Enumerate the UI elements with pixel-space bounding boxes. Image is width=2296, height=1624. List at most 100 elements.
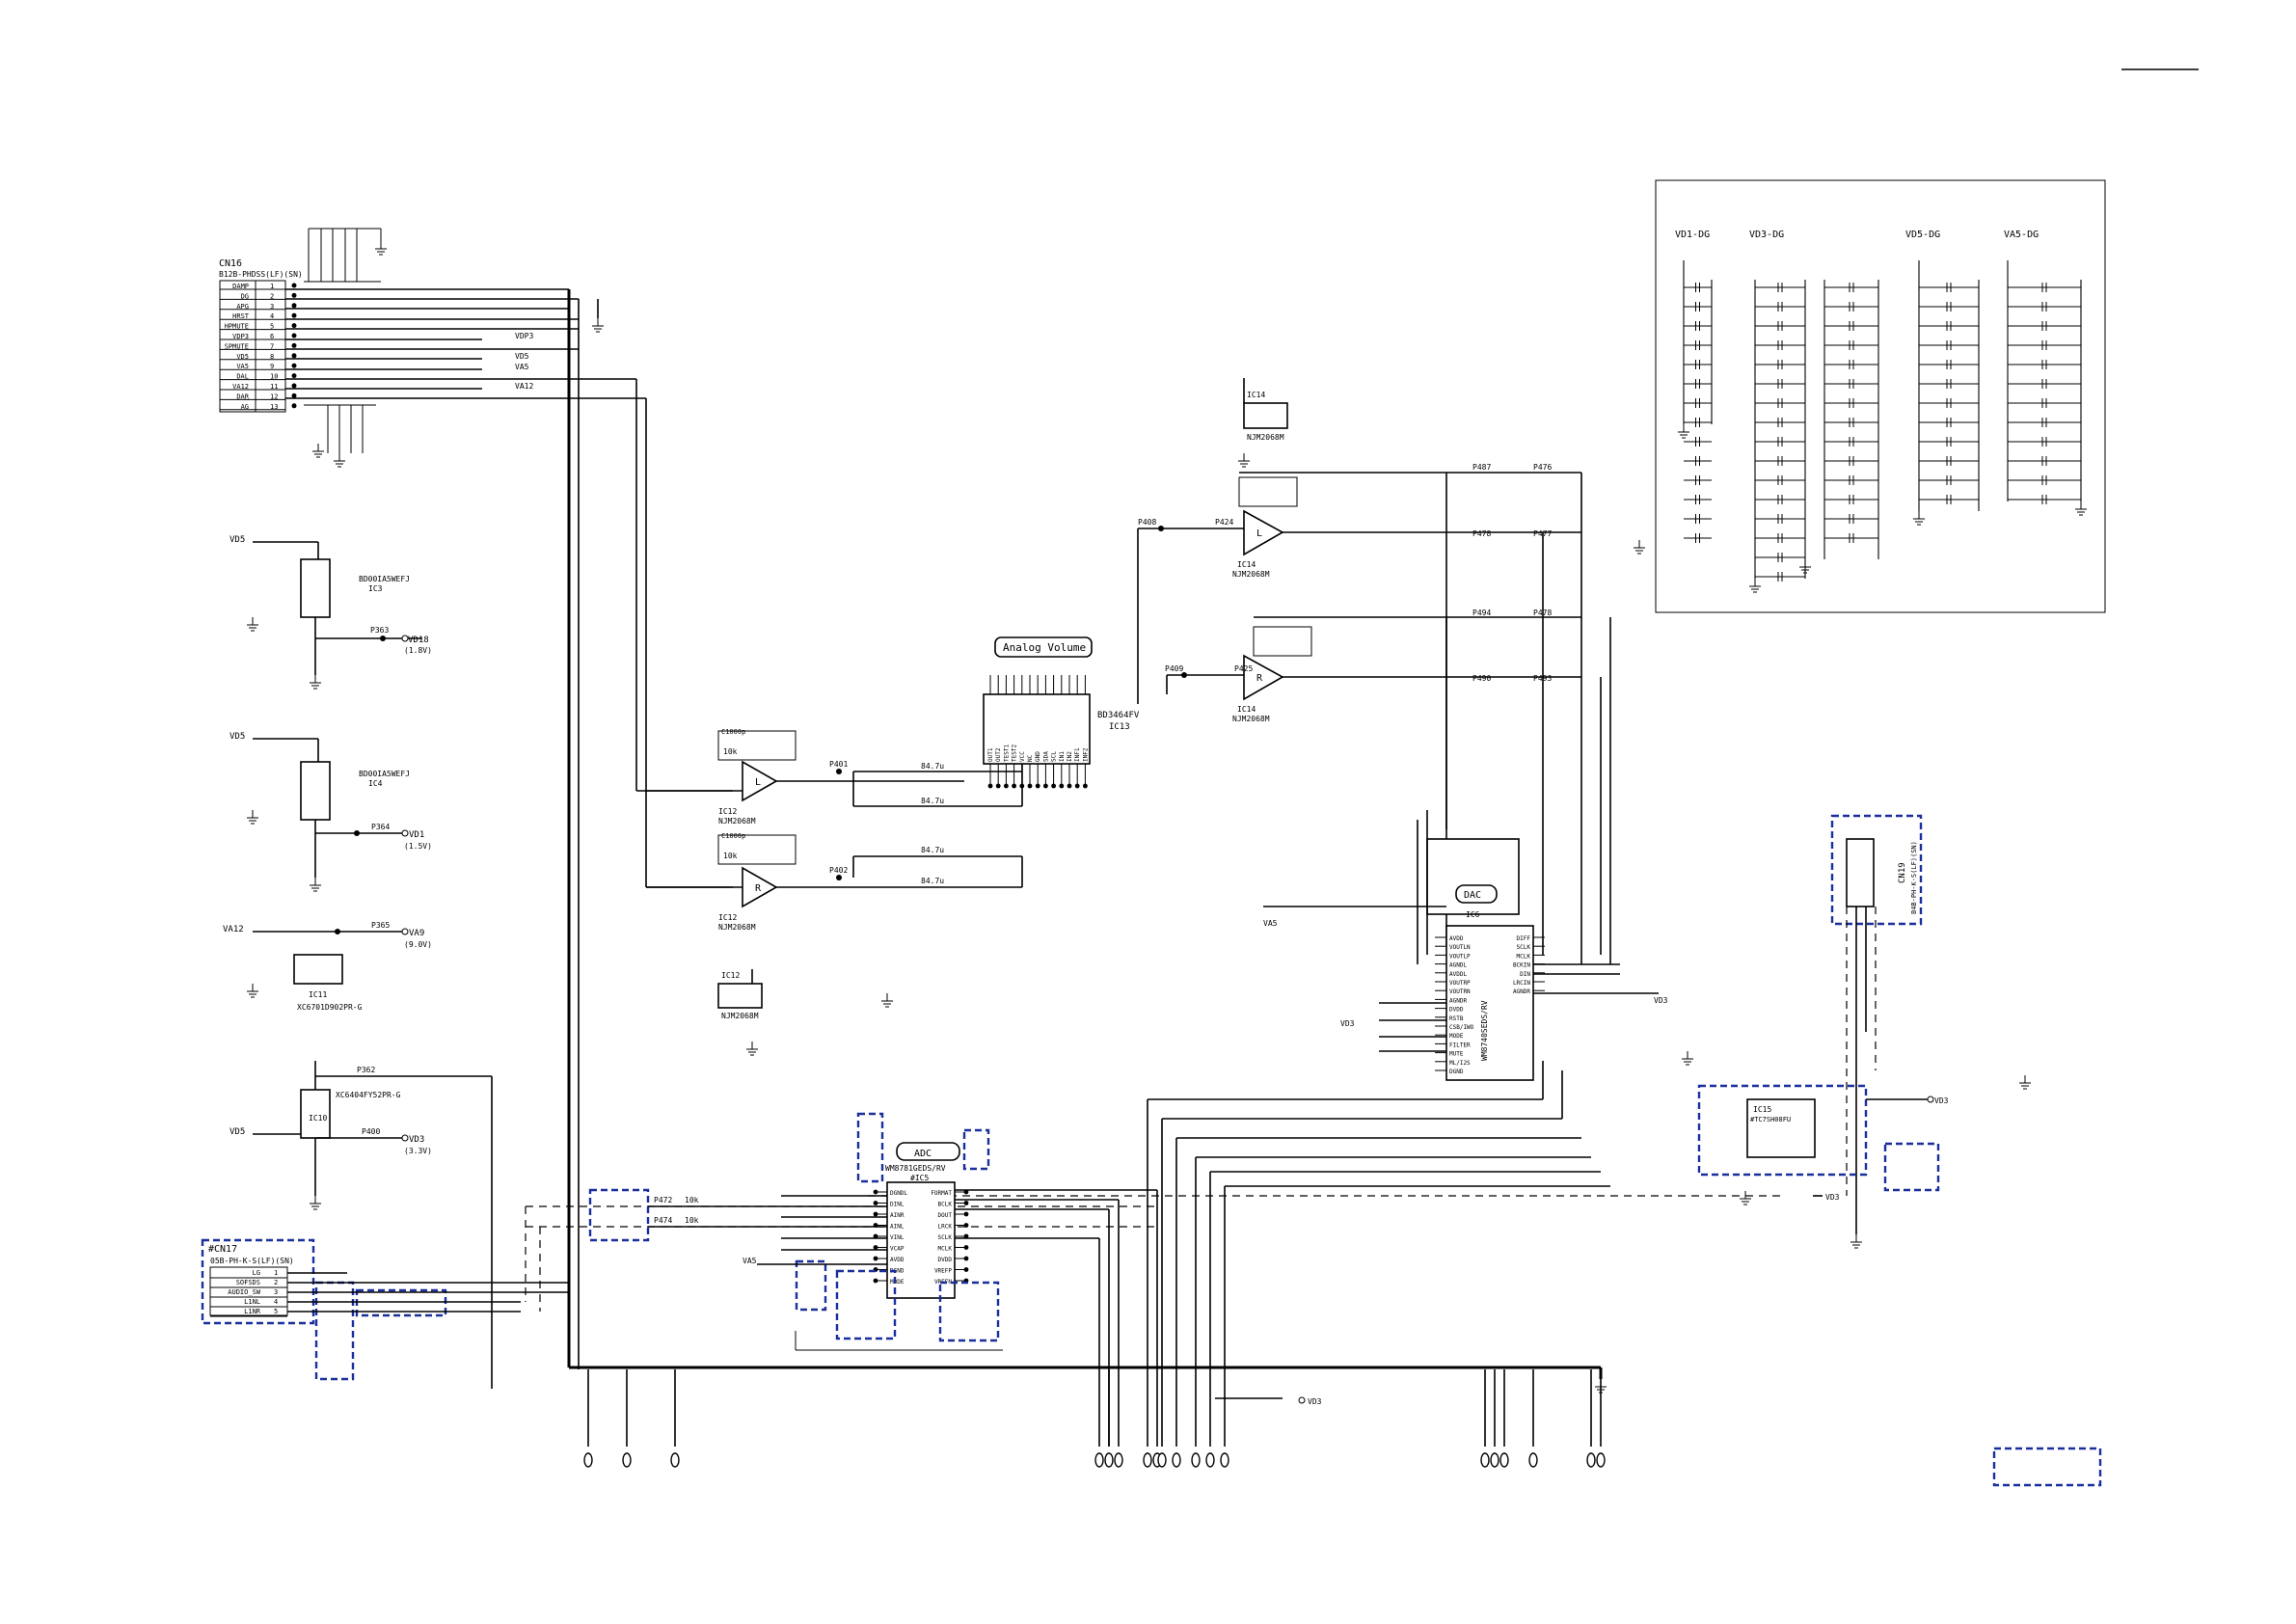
svg-text:IC4: IC4 (368, 779, 383, 788)
adc-pin-label: MODE (890, 1279, 905, 1286)
cn16-pin-dot (291, 373, 297, 379)
svg-text:P472: P472 (654, 1196, 672, 1204)
cn16-pin-dot (291, 353, 297, 359)
cn19-connector: CN19 B4B-PH-K-S(LF)(SN) (1830, 814, 1923, 1234)
svg-text:P487: P487 (1472, 463, 1491, 472)
svg-text:P474: P474 (654, 1216, 672, 1225)
cn16-pin-number: 6 (270, 333, 274, 340)
bottom-connector-stub (1490, 1452, 1499, 1468)
cn17-pin-number: 5 (274, 1308, 278, 1315)
net-va12-out: VA12 (515, 382, 533, 391)
cn17-pin-label: SOFSDS (236, 1279, 260, 1286)
volume-chip-pin-label: VCC (1019, 751, 1026, 762)
adc-pin-dot (963, 1267, 969, 1272)
cn17-pin-label: L1NR (244, 1308, 261, 1315)
cn16-pin-number: 10 (270, 373, 278, 381)
svg-text:IC12: IC12 (721, 971, 740, 980)
cn16-pin-dot (291, 323, 297, 329)
adc-pin-label: VINL (890, 1234, 905, 1241)
bottom-connector-stub (1191, 1452, 1201, 1468)
dac-pin-label: AGNDR (1513, 988, 1530, 995)
bottom-connector-stub (1172, 1452, 1181, 1468)
legend-box (1992, 1447, 2102, 1487)
volume-chip-pin-label: TEST1 (1003, 744, 1010, 762)
volume-chip-pin-label: IN1 (1059, 751, 1066, 762)
cn16-pin-label: DG (241, 292, 249, 300)
net-va5-out: VA5 (515, 363, 529, 371)
cn16-pin-dot (291, 292, 297, 298)
volume-chip-pin-dot (1004, 783, 1009, 789)
svg-text:BD3464FV: BD3464FV (1097, 711, 1140, 720)
dac-pin-label: MUTE (1449, 1051, 1464, 1058)
adc-pin-dot (963, 1256, 969, 1261)
opamp-ic12-r: R IC12 NJM2068M C1000p 10k P402 (646, 832, 1022, 932)
ic15-block: IC15 #TC7SH08FU VD3 VD3 (1697, 1084, 1949, 1202)
dac-pin-label: DIFF (1517, 935, 1531, 942)
bottom-connector-stub (1205, 1452, 1215, 1468)
cn16-pin-number: 12 (270, 392, 278, 400)
svg-text:L: L (1256, 528, 1262, 539)
svg-text:P408: P408 (1138, 518, 1156, 527)
svg-text:C1000p: C1000p (721, 832, 745, 840)
dac-pin-label: DGND (1449, 1069, 1464, 1075)
bottom-connector-stub (670, 1452, 680, 1468)
svg-text:DAC: DAC (1464, 890, 1481, 901)
rail-header-vd1: VD1-DG (1675, 230, 1710, 240)
svg-text:XC6701D902PR-G: XC6701D902PR-G (297, 1003, 363, 1012)
cn16-pin-dot (291, 283, 297, 288)
rail-header-va5: VA5-DG (2004, 230, 2039, 240)
dac-pin-label: VOUTRN (1449, 988, 1471, 995)
adc-pin-label: BCLK (938, 1202, 953, 1208)
svg-text:WM8781GEDS/RV: WM8781GEDS/RV (885, 1164, 946, 1173)
svg-text:VD5: VD5 (230, 1127, 245, 1137)
dashed-signal-lines (525, 1195, 1784, 1312)
svg-text:VD5: VD5 (230, 535, 245, 545)
svg-text:Analog Volume: Analog Volume (1003, 641, 1086, 654)
volume-chip-pin-dot (1067, 783, 1072, 789)
svg-text:IC6: IC6 (1466, 910, 1480, 919)
cn16-pin-dot (291, 312, 297, 318)
svg-text:P476: P476 (1533, 463, 1552, 472)
svg-text:C1000p: C1000p (721, 728, 745, 736)
cn16-pin-label: VA12 (232, 383, 249, 391)
bottom-connector-stub (1596, 1452, 1606, 1468)
svg-text:VA9: VA9 (409, 929, 424, 938)
cn16-pin-label: SPMUTE (225, 342, 249, 350)
volume-chip-pin-label: INF2 (1082, 747, 1089, 762)
cn16-part: B12B-PHDSS(LF)(SN) (219, 270, 303, 279)
cn16-pin-label: HRST (232, 312, 250, 320)
bottom-connector-stub (1143, 1452, 1152, 1468)
volume-chip-pin-dot (1043, 783, 1048, 789)
svg-text:(3.3V): (3.3V) (404, 1147, 432, 1155)
dac-pin-label: AGNDR (1449, 997, 1467, 1004)
regulator-ic10: VD5 XC6404FY52PR-G IC10 P362 P400 VD3 (3… (230, 1061, 493, 1389)
cn17-pin-number: 2 (274, 1279, 278, 1286)
cn17-pin-label: AUDIO_SW (228, 1288, 261, 1296)
dac-pin-label: VOUTRP (1449, 980, 1471, 987)
adc-pin-dot (873, 1211, 878, 1217)
opamp-ic14-supply: IC14 NJM2068M (1243, 378, 1288, 442)
adc-pin-dot (873, 1245, 878, 1250)
adc-ic5: ADC WM8781GEDS/RV #IC5 DGNDLDINLAINRAINL… (795, 1112, 1003, 1351)
dac-pin-label: FILTER (1449, 1042, 1471, 1048)
cn16-pin-label: VD5 (236, 353, 249, 361)
svg-text:VD18: VD18 (408, 636, 429, 645)
adc-va5-label: VA5 (743, 1257, 757, 1265)
cn16-pin-dot (291, 342, 297, 348)
svg-text:NJM2068M: NJM2068M (1232, 715, 1270, 723)
cn16-pin-label: AG (241, 403, 249, 411)
svg-text:XC6404FY52PR-G: XC6404FY52PR-G (336, 1091, 401, 1099)
bottom-connector-stub (583, 1452, 593, 1468)
bottom-connector-stub (1220, 1452, 1229, 1468)
adc-pin-label: AINR (890, 1212, 905, 1219)
cn16-pin-number: 1 (270, 283, 274, 290)
regulator-ic3: VD5 BD00IA5WEFJ IC3 P363 VD18 (1.8V) (230, 535, 432, 675)
volume-chip-pin-label: SDA (1042, 751, 1049, 762)
svg-text:IC14: IC14 (1237, 705, 1256, 714)
volume-chip-pin-label: INF1 (1074, 747, 1081, 762)
cn16-pin-number: 13 (270, 403, 278, 411)
svg-text:P424: P424 (1215, 518, 1233, 527)
svg-text:R: R (1256, 673, 1263, 684)
regulator-ic4: VD5 BD00IA5WEFJ IC4 P364 VD1 (1.5V) (230, 732, 432, 878)
